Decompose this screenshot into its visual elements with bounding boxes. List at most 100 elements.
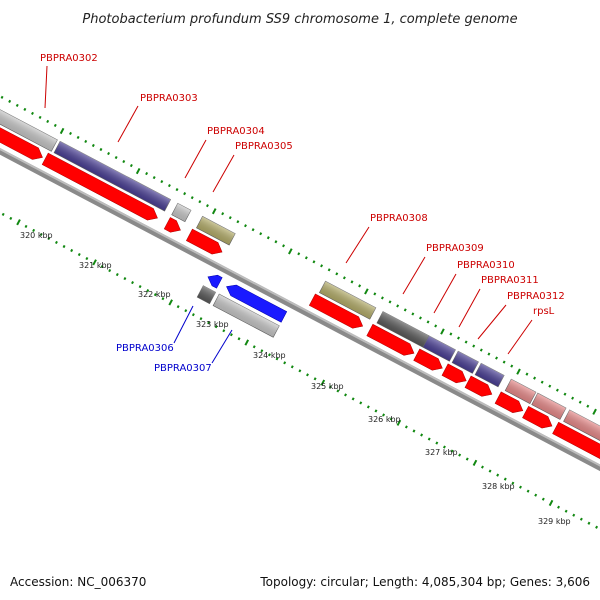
- ruler-tick-bottom: [199, 317, 203, 321]
- ruler-tick-bottom: [328, 385, 332, 389]
- map-title: Photobacterium profundum SS9 chromosome …: [82, 12, 517, 27]
- ruler-tick-top: [592, 408, 597, 415]
- gene-bar-pbpra0307-shade: [213, 294, 280, 338]
- ruler-tick-top: [388, 300, 392, 304]
- ruler-tick-top: [449, 332, 453, 336]
- ruler-tick-top: [327, 268, 331, 272]
- ruler-tick-bottom: [450, 449, 454, 453]
- ruler-tick-bottom: [480, 465, 484, 469]
- gene-label-reverse: PBPRA0307: [154, 363, 212, 374]
- ruler-tick-bottom: [572, 513, 576, 517]
- ruler-tick-bottom: [123, 277, 127, 281]
- ruler-tick-top: [418, 316, 422, 320]
- gene-callout-line: [44, 65, 48, 109]
- ruler-tick-top: [472, 344, 476, 348]
- ruler-tick-top: [228, 216, 232, 220]
- cds-arrow-pbpra0309b: [413, 348, 443, 371]
- cds-arrow-pbpra0303: [41, 152, 158, 221]
- ruler-tick-bottom: [207, 321, 211, 325]
- cds-arrow-downstream-gene: [552, 421, 600, 476]
- ruler-tick-bottom: [39, 232, 43, 237]
- ruler-tick-top: [175, 188, 179, 192]
- gene-callout-line: [117, 105, 139, 143]
- ruler-tick-bottom: [359, 401, 363, 405]
- gene-bar-pbpra0308-shade: [319, 281, 376, 320]
- gene-bar-pbpra0303-shade: [54, 141, 171, 212]
- ruler-tick-top: [380, 296, 384, 300]
- ruler-tick-bottom: [222, 329, 226, 333]
- ruler-tick-top: [244, 224, 247, 228]
- gene-label-forward: PBPRA0302: [40, 53, 98, 64]
- ruler-tick-top: [479, 348, 483, 352]
- gene-bar-downstream-gene-shade: [563, 409, 600, 466]
- ruler-tick-bottom: [176, 305, 180, 309]
- ruler-tick-bottom: [435, 441, 439, 445]
- ruler-tick-top: [312, 260, 316, 264]
- kbp-label: 329 kbp: [538, 517, 571, 526]
- ruler-tick-top: [502, 360, 506, 364]
- ruler-tick-top: [167, 184, 171, 188]
- gene-bar-pbpra0312-shade: [505, 379, 536, 404]
- cds-arrow-pbpra0305: [185, 228, 223, 255]
- ruler-tick-top: [84, 139, 88, 144]
- ruler-tick-top: [555, 388, 559, 392]
- ruler-tick-bottom: [526, 489, 530, 493]
- gene-label-forward: PBPRA0308: [370, 213, 428, 224]
- ruler-tick-bottom: [229, 333, 233, 337]
- ruler-tick-bottom: [267, 353, 271, 357]
- ruler-tick-top: [282, 244, 285, 248]
- ruler-tick-top: [274, 240, 278, 244]
- gene-label-forward: PBPRA0312: [507, 291, 565, 302]
- ruler-tick-top: [350, 280, 354, 284]
- ruler-tick-top: [31, 111, 34, 115]
- ruler-tick-bottom: [191, 313, 195, 317]
- gene-label-forward: PBPRA0305: [235, 141, 293, 152]
- ruler-tick-top: [297, 252, 301, 256]
- cds-arrow-pbpra0306: [207, 274, 223, 289]
- ruler-tick-top: [152, 176, 156, 180]
- cds-arrow-pbpra0302: [0, 122, 43, 160]
- ruler-tick-bottom: [138, 285, 142, 289]
- ruler-tick-bottom: [442, 445, 446, 449]
- ruler-tick-top: [135, 167, 141, 175]
- ruler-tick-bottom: [100, 264, 104, 269]
- ruler-tick-bottom: [488, 469, 492, 473]
- ruler-tick-top: [46, 119, 50, 124]
- ruler-tick-bottom: [496, 473, 500, 477]
- gene-label-forward: PBPRA0303: [140, 93, 198, 104]
- gene-label-forward: PBPRA0311: [481, 275, 539, 286]
- gene-callout-line: [173, 305, 194, 344]
- ruler-tick-top: [548, 384, 552, 388]
- genome-track: [0, 95, 600, 529]
- ruler-tick-bottom: [313, 377, 317, 381]
- ruler-tick-top: [8, 99, 12, 103]
- ruler-tick-top: [434, 324, 438, 328]
- ruler-tick-bottom: [92, 259, 97, 266]
- gene-callout-line: [184, 139, 207, 179]
- ruler-tick-top: [533, 376, 537, 380]
- chromosome-backbone-highlight: [0, 148, 600, 477]
- ruler-tick-top: [426, 320, 430, 324]
- ruler-tick-top: [129, 163, 133, 168]
- ruler-tick-top: [304, 256, 308, 260]
- ruler-tick-bottom: [62, 244, 66, 249]
- ruler-tick-bottom: [465, 457, 469, 461]
- ruler-tick-bottom: [168, 299, 173, 306]
- ruler-tick-top: [114, 155, 118, 160]
- ruler-tick-top: [266, 236, 270, 240]
- gene-callout-line: [211, 329, 233, 364]
- ruler-tick-bottom: [534, 493, 538, 497]
- ruler-tick-top: [288, 248, 293, 255]
- ruler-tick-bottom: [389, 417, 393, 421]
- gene-callout-line: [212, 154, 235, 193]
- ruler-tick-bottom: [396, 419, 402, 426]
- ruler-tick-top: [76, 135, 80, 140]
- topology-text: Topology: circular; Length: 4,085,304 bp…: [259, 575, 590, 589]
- ruler-tick-top: [221, 212, 225, 216]
- ruler-tick-bottom: [595, 525, 599, 529]
- ruler-tick-bottom: [587, 521, 591, 525]
- ruler-tick-top: [236, 220, 240, 224]
- ruler-tick-bottom: [458, 453, 462, 457]
- kbp-label: 328 kbp: [482, 482, 515, 491]
- gene-bar-pbpra0305-shade: [196, 216, 236, 246]
